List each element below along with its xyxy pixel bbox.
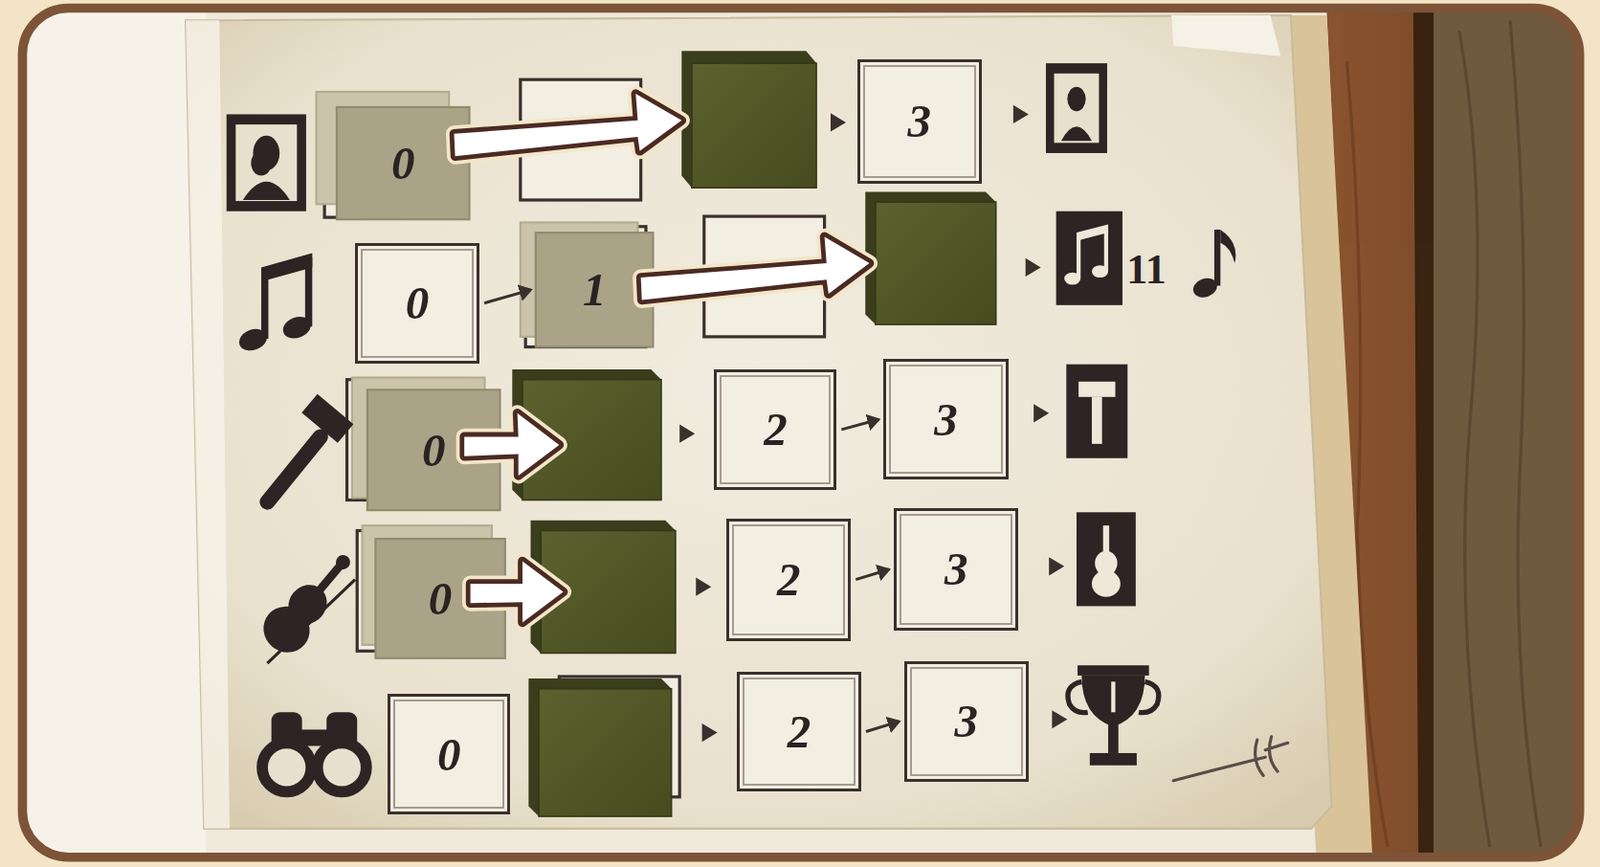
notebook-page bbox=[22, 8, 206, 858]
sheet-corner bbox=[1171, 15, 1281, 57]
portrait-reward-icon bbox=[1045, 63, 1108, 154]
green-cube bbox=[865, 191, 996, 325]
track-number: 2 bbox=[777, 555, 801, 603]
track-space: 0 bbox=[355, 243, 480, 364]
track-space: 3 bbox=[857, 59, 982, 184]
left-page bbox=[22, 8, 1579, 858]
move-arrow bbox=[641, 236, 870, 300]
binoculars-icon bbox=[262, 711, 367, 792]
ghost-cube-space: 1 bbox=[535, 232, 654, 347]
track-number: 0 bbox=[428, 575, 453, 623]
sequence-arrow bbox=[866, 721, 900, 733]
triangle bbox=[702, 723, 718, 742]
wood-board bbox=[1433, 8, 1579, 858]
note-symbol bbox=[1190, 229, 1236, 301]
urn-icon bbox=[1067, 665, 1159, 766]
picture-frame bbox=[22, 8, 1579, 858]
track-number: 3 bbox=[933, 396, 958, 444]
track-number: 2 bbox=[763, 405, 788, 453]
track-number: 0 bbox=[391, 139, 416, 187]
triangle bbox=[679, 424, 695, 444]
violin-reward-icon bbox=[1076, 511, 1136, 606]
ghost-cube bbox=[316, 91, 470, 220]
track-number: 0 bbox=[405, 279, 430, 327]
signature-scribble bbox=[1173, 736, 1288, 781]
track-number: 3 bbox=[955, 697, 979, 745]
table-scene bbox=[22, 8, 1579, 858]
track-space: 3 bbox=[904, 661, 1029, 782]
sequence-arrow bbox=[484, 289, 532, 304]
track-space: 3 bbox=[883, 358, 1008, 480]
ghost-cube-space: 0 bbox=[367, 389, 501, 511]
green-cube bbox=[681, 50, 817, 188]
wood-grain bbox=[1347, 20, 1542, 847]
move-arrow bbox=[464, 413, 559, 476]
move-arrow bbox=[470, 560, 564, 623]
count-label: 11 bbox=[1126, 248, 1167, 291]
track-number: 0 bbox=[422, 426, 446, 474]
triangle bbox=[1025, 258, 1042, 277]
track-space: 2 bbox=[713, 369, 837, 490]
track-number: 3 bbox=[944, 545, 969, 593]
track-number: 1 bbox=[582, 266, 607, 313]
music-reward-icon bbox=[1056, 211, 1123, 306]
triangle bbox=[830, 112, 846, 132]
sequence-arrow bbox=[855, 569, 889, 580]
track-number: 0 bbox=[437, 731, 462, 778]
hammer-icon bbox=[266, 394, 354, 503]
track-sheet bbox=[185, 15, 1332, 829]
sequence-triangles bbox=[679, 105, 1067, 742]
ghost-cube-space: 0 bbox=[375, 538, 505, 659]
music-icon bbox=[236, 252, 314, 355]
triangle bbox=[1033, 403, 1049, 423]
track-space: 0 bbox=[387, 693, 511, 815]
violin-icon bbox=[254, 541, 366, 662]
wood-gap bbox=[1413, 8, 1434, 858]
sequence-arrow bbox=[841, 419, 879, 430]
triangle bbox=[1048, 556, 1065, 576]
violin-bow bbox=[266, 579, 356, 664]
hammer-reward-icon bbox=[1066, 364, 1128, 459]
move-arrow bbox=[454, 93, 683, 156]
portrait-icon bbox=[226, 113, 307, 211]
track-space: 2 bbox=[726, 518, 851, 642]
track-number: 2 bbox=[787, 708, 812, 756]
triangle bbox=[1013, 105, 1029, 124]
track-space: 2 bbox=[736, 671, 862, 793]
ghost-cube-space: 0 bbox=[336, 107, 470, 220]
triangle bbox=[1051, 710, 1067, 729]
sheet-fold bbox=[185, 20, 230, 829]
track-number: 3 bbox=[907, 97, 932, 145]
track-space: 3 bbox=[893, 508, 1019, 631]
triangle bbox=[695, 577, 712, 597]
green-cube bbox=[528, 678, 671, 817]
